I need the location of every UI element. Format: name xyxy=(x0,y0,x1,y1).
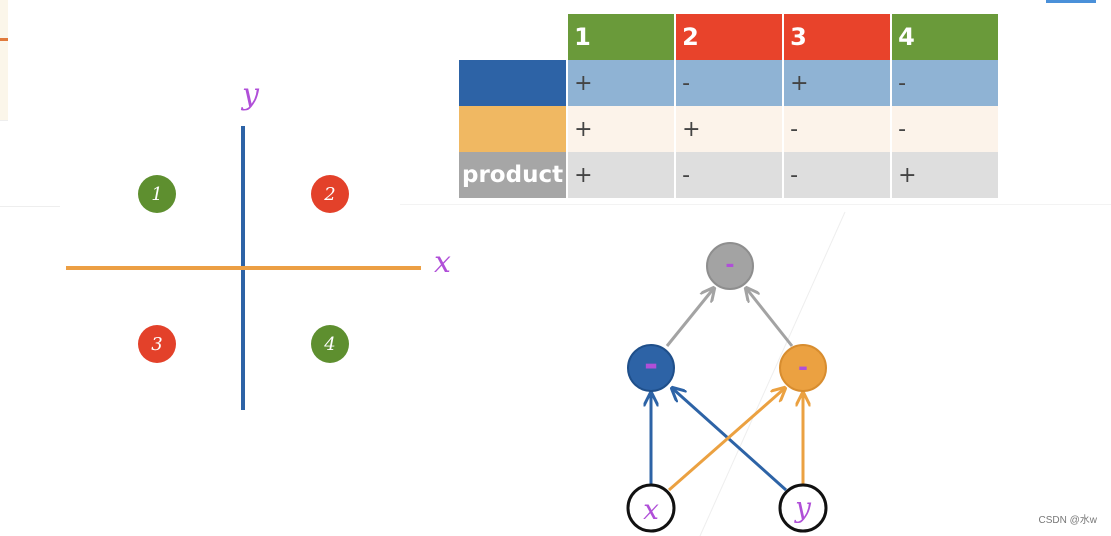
top-right-tab xyxy=(1046,0,1096,3)
left-edge-strip xyxy=(0,0,8,120)
table-cell: - xyxy=(892,60,999,106)
input-node-x xyxy=(626,483,676,533)
quadrant-3-marker: 3 xyxy=(138,325,176,363)
quadrant-4-marker: 4 xyxy=(311,325,349,363)
table-corner-cell xyxy=(459,14,567,60)
table-header-cell: 3 xyxy=(784,14,891,60)
x-axis-label: x xyxy=(434,245,451,280)
table-cell: + xyxy=(676,106,783,152)
output-node-sign: - xyxy=(725,253,734,278)
table-row: + - + - xyxy=(459,60,999,106)
table-header-row: 1 2 3 4 xyxy=(459,14,999,60)
table-cell: - xyxy=(784,106,891,152)
edge-blue-to-output xyxy=(665,288,714,347)
left-edge-accent xyxy=(0,38,8,41)
table-cell: + xyxy=(568,106,675,152)
guide-line xyxy=(0,120,8,121)
row-label-orange xyxy=(459,106,567,152)
table-cell: - xyxy=(784,152,891,198)
input-node-y xyxy=(778,483,828,533)
table-cell: + xyxy=(568,60,675,106)
table-header-cell: 1 xyxy=(568,14,675,60)
output-node xyxy=(706,242,754,290)
hidden-node-blue xyxy=(627,344,675,392)
edge-x-to-orange xyxy=(668,388,785,492)
row-label-blue xyxy=(459,60,567,106)
hidden-node-orange xyxy=(779,344,827,392)
table-cell: - xyxy=(676,152,783,198)
table-cell: - xyxy=(676,60,783,106)
row-label-product: product xyxy=(459,152,567,198)
input-y-label: y xyxy=(793,491,812,524)
table-cell: - xyxy=(892,106,999,152)
table-cell: + xyxy=(568,152,675,198)
edge-orange-to-output xyxy=(746,288,794,347)
x-axis xyxy=(66,266,421,270)
guide-line xyxy=(400,204,1111,205)
watermark: CSDN @水w xyxy=(1038,515,1098,526)
quadrant-2-marker: 2 xyxy=(311,175,349,213)
quadrant-1-marker: 1 xyxy=(138,175,176,213)
table-row: product + - - + xyxy=(459,152,999,198)
hidden-orange-sign: - xyxy=(798,353,808,381)
sign-table: 1 2 3 4 + - + - + + - - product + - - + xyxy=(457,14,1000,198)
background-line xyxy=(699,211,846,536)
y-axis-label: y xyxy=(242,77,259,112)
table-cell: + xyxy=(892,152,999,198)
guide-line xyxy=(0,206,60,207)
table-header-cell: 2 xyxy=(676,14,783,60)
table-header-cell: 4 xyxy=(892,14,999,60)
input-x-label: x xyxy=(643,493,659,526)
hidden-blue-sign: - xyxy=(644,345,658,385)
table-row: + + - - xyxy=(459,106,999,152)
table-cell: + xyxy=(784,60,891,106)
